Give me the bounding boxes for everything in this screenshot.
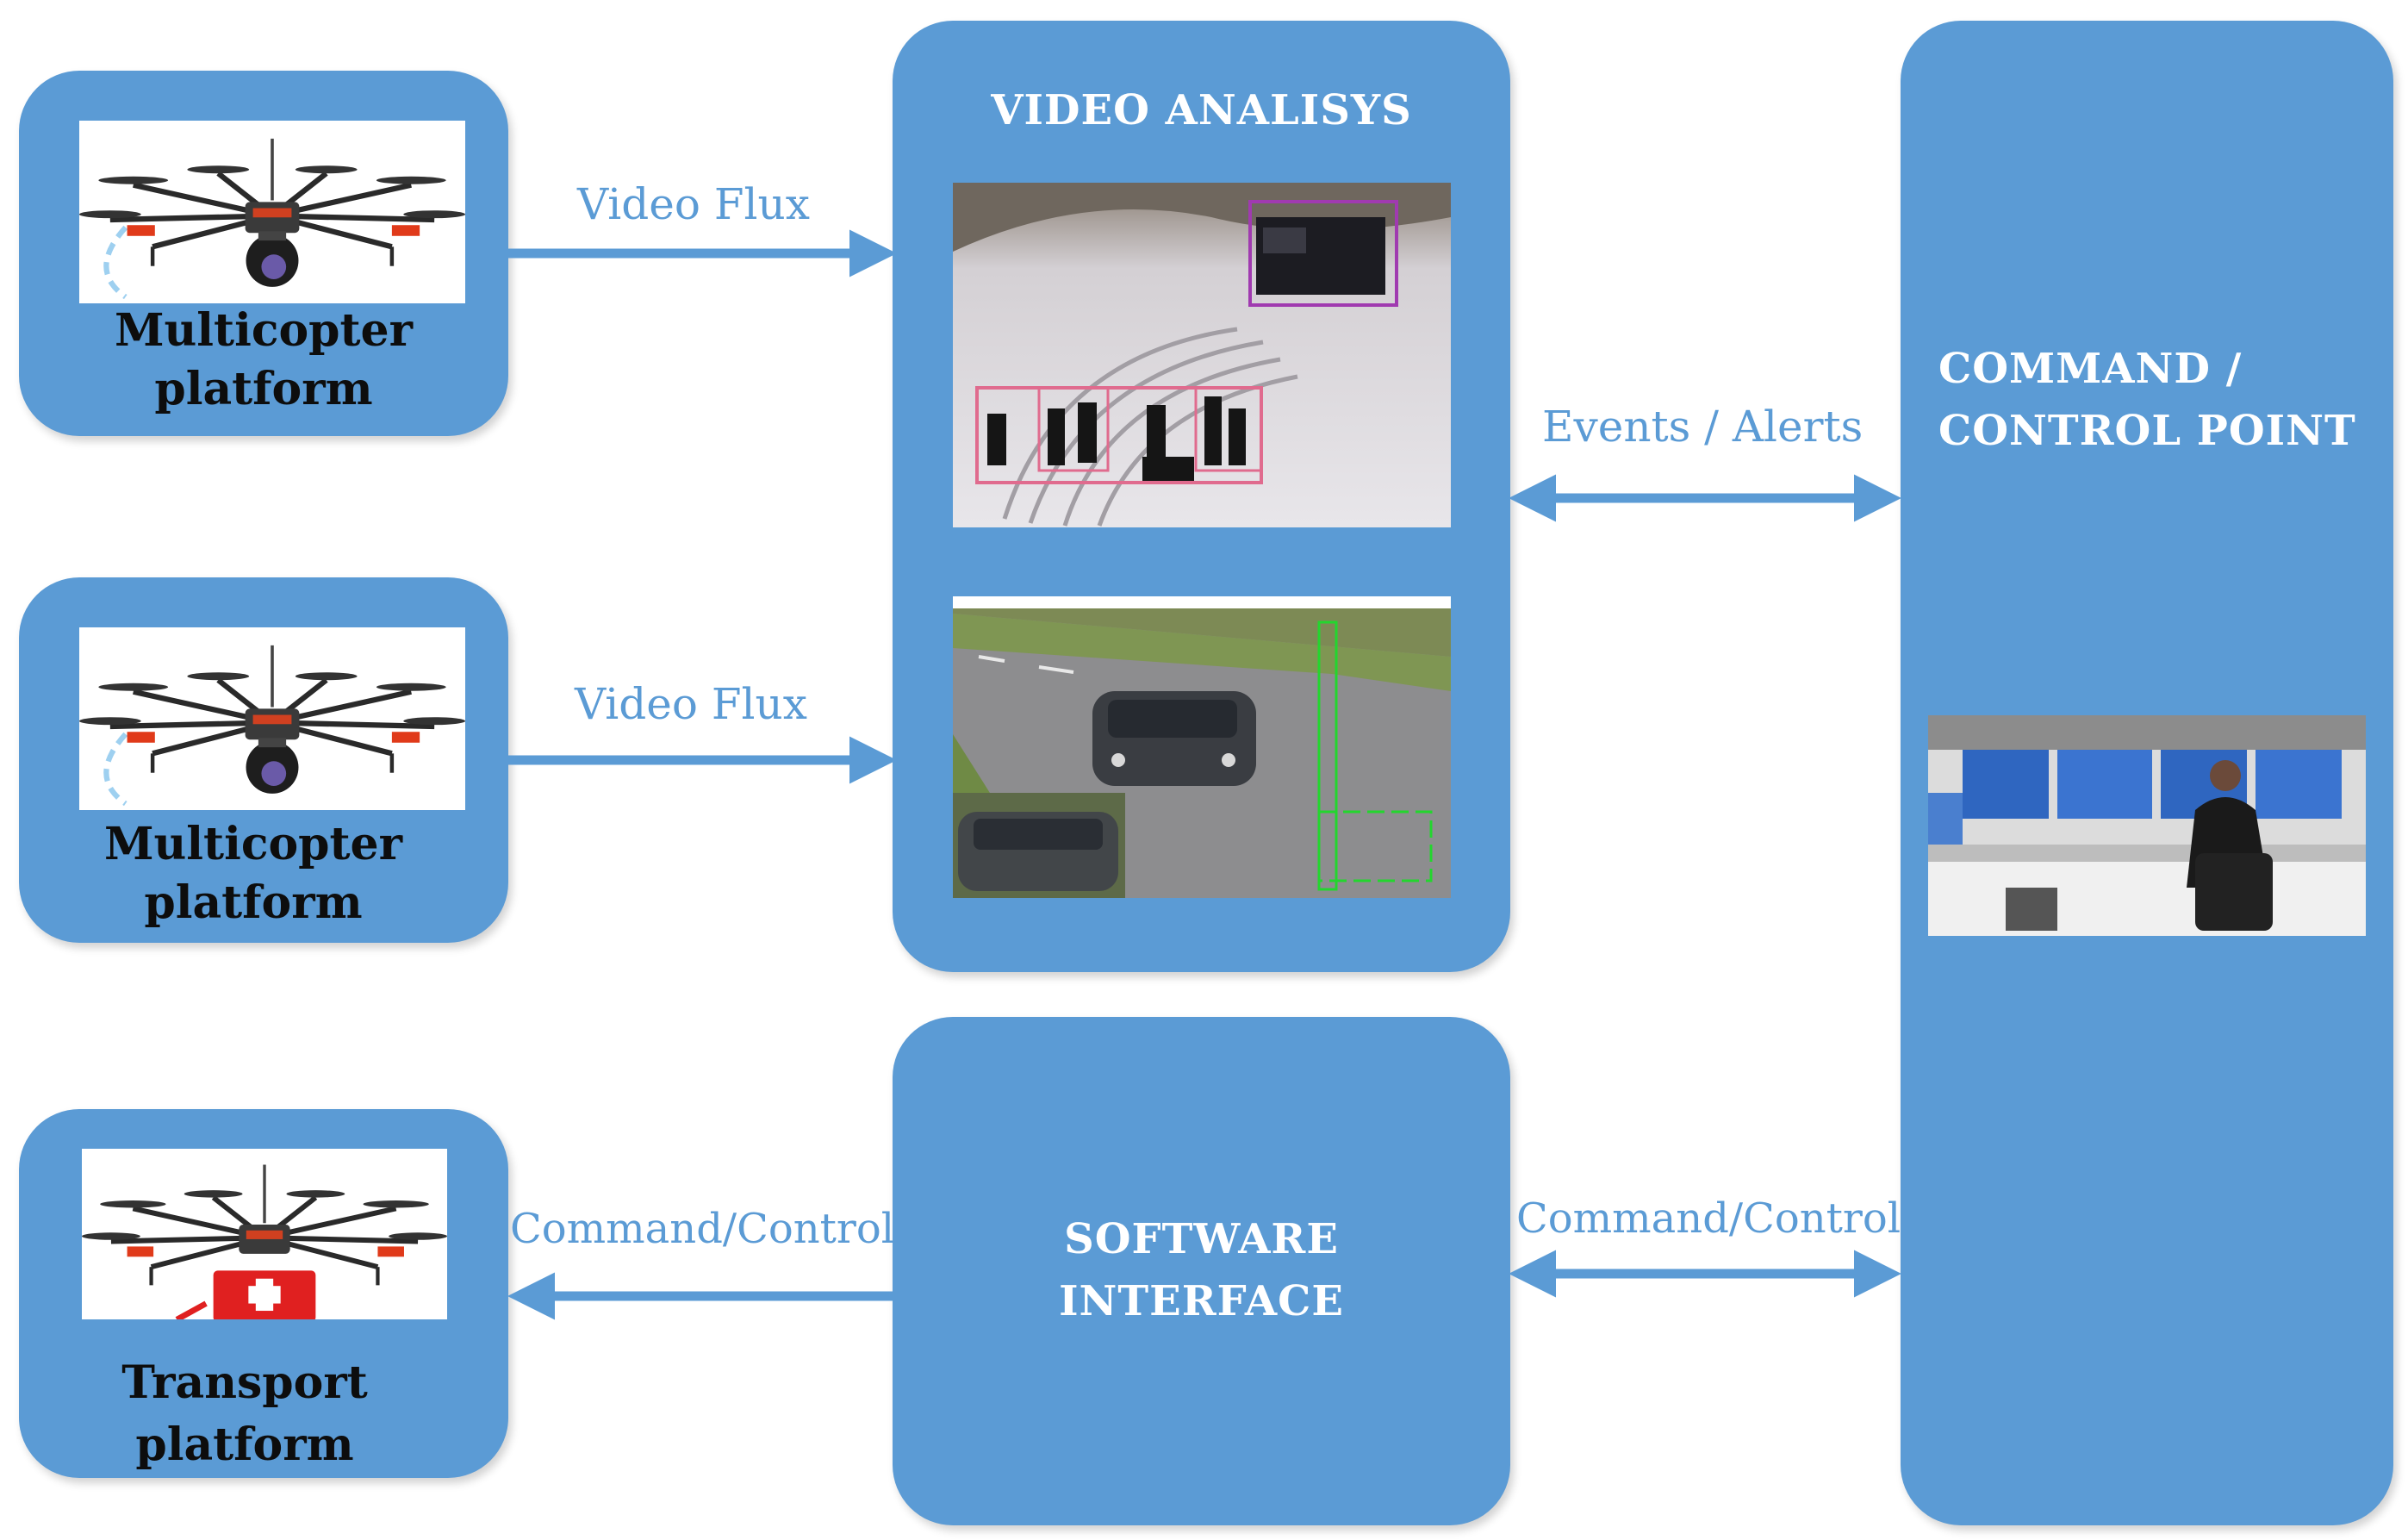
software-interface-title-line1: SOFTWARE	[1064, 1215, 1339, 1263]
video-analysis-box: VIDEO ANALISYS	[893, 21, 1510, 972]
transport-drone-icon	[82, 1149, 447, 1319]
platform-label-line2: platform	[135, 1418, 354, 1471]
software-interface-title: SOFTWARE INTERFACE	[893, 1208, 1510, 1332]
command-point-title-line1: COMMAND /	[1938, 345, 2243, 393]
command-point-title-line2: CONTROL POINT	[1938, 407, 2356, 455]
platform-label-1: Multicopter platform	[22, 302, 505, 419]
platform-label-line2: platform	[154, 363, 373, 415]
platform-label-line1: Multicopter	[103, 818, 403, 870]
transport-platform-box: Transport platform	[19, 1109, 508, 1478]
platform-label-3: Transport platform	[3, 1352, 486, 1476]
multicopter-drone-icon	[79, 627, 465, 810]
platform-label-line2: platform	[144, 876, 363, 929]
multicopter-platform-box-2: Multicopter platform	[19, 577, 508, 943]
control-room-image	[1928, 715, 2366, 936]
command-control-label-left: Command/Control	[510, 1205, 895, 1253]
platform-label-line1: Multicopter	[114, 304, 414, 357]
snow-scene-detection-image	[953, 183, 1451, 527]
software-interface-title-line2: INTERFACE	[1059, 1277, 1344, 1325]
platform-label-2: Multicopter platform	[12, 815, 495, 932]
road-vehicle-detection-image	[953, 596, 1451, 898]
command-control-label-right: Command/Control	[1516, 1194, 1901, 1243]
multicopter-platform-box-1: Multicopter platform	[19, 71, 508, 436]
multicopter-drone-icon	[79, 121, 465, 303]
video-analysis-title: VIDEO ANALISYS	[991, 86, 1412, 134]
software-interface-box: SOFTWARE INTERFACE	[893, 1017, 1510, 1525]
events-alerts-label: Events / Alerts	[1542, 402, 1864, 452]
platform-label-line1: Transport	[121, 1356, 368, 1409]
command-point-title: COMMAND / CONTROL POINT	[1938, 338, 2356, 462]
command-control-point-box: COMMAND / CONTROL POINT	[1901, 21, 2393, 1525]
video-flux-label-1: Video Flux	[577, 179, 810, 229]
video-flux-label-2: Video Flux	[575, 679, 807, 729]
